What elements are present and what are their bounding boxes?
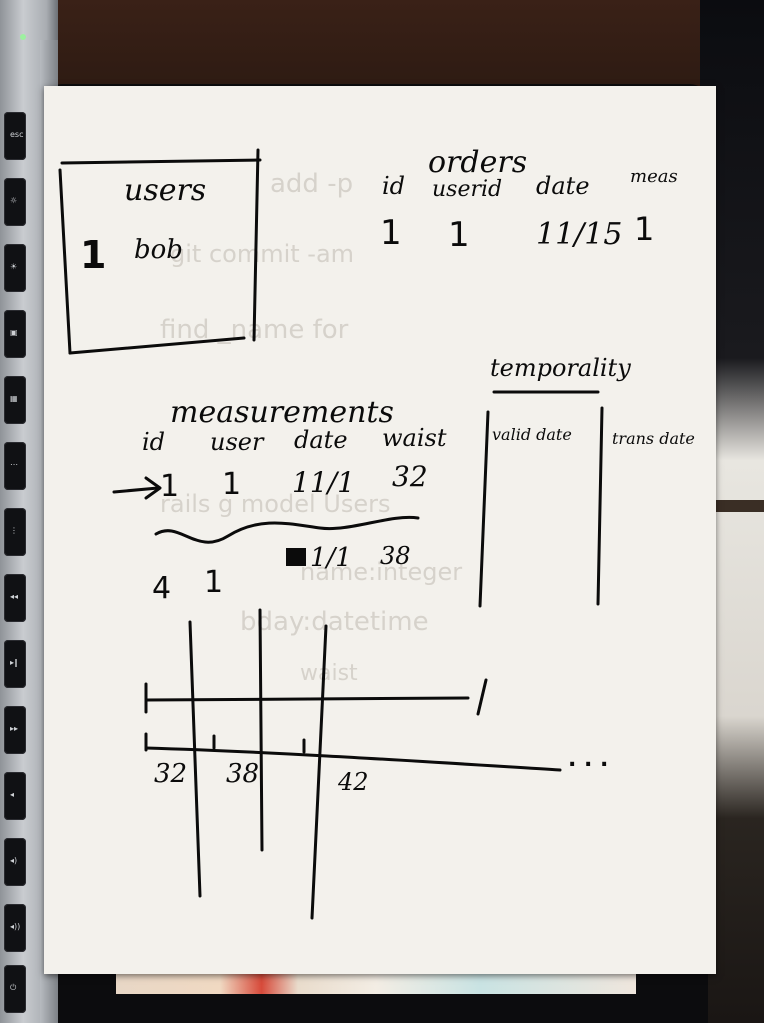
- timeline-label-42: 42: [337, 768, 369, 796]
- measurements-row2-user: 1: [204, 565, 223, 600]
- orders-header-meas: meas: [630, 166, 678, 187]
- row-arrow-icon: [112, 486, 160, 494]
- temporality-section: temporality valid date trans date: [478, 354, 695, 608]
- timeline-upper-bar: [144, 696, 470, 702]
- temporality-col-valid: valid date: [492, 425, 572, 444]
- ghost-line: name:integer: [300, 558, 462, 586]
- key-f5: ⋯: [4, 442, 26, 490]
- status-light-icon: [20, 34, 26, 40]
- row-arrow-head: [144, 476, 162, 500]
- timeline-diagram: 32 38 42 . . .: [144, 608, 608, 920]
- timeline-axis: [144, 746, 562, 772]
- temporality-divider-left: [478, 410, 490, 608]
- elision-squiggle: [154, 515, 420, 544]
- key-f4: ▦: [4, 376, 26, 424]
- temporality-col-trans: trans date: [612, 429, 695, 448]
- measurements-row1-date: 11/1: [292, 466, 355, 499]
- orders-header-date: date: [536, 172, 590, 200]
- timeline-label-32: 32: [154, 759, 187, 789]
- key-f12: ◂)): [4, 904, 26, 952]
- measurements-row2-date: 1/1: [310, 543, 352, 573]
- measurements-row2-id: 4: [152, 571, 171, 606]
- users-box-left: [58, 168, 72, 355]
- ghost-line: git commit -am: [170, 240, 354, 268]
- users-row-id: 1: [80, 233, 106, 277]
- measurements-header-id: id: [142, 428, 165, 456]
- users-title: users: [124, 173, 206, 208]
- key-f7: ◂◂: [4, 574, 26, 622]
- users-box-right: [252, 148, 260, 342]
- ghost-text: add -p git commit -am find _name for rai…: [160, 169, 462, 686]
- key-f11: ◂): [4, 838, 26, 886]
- measurements-row1-id: 1: [160, 469, 179, 504]
- users-table: users 1 bob: [58, 148, 262, 355]
- scribbled-out-mark: [286, 548, 306, 566]
- timeline-vertical-3: [310, 624, 328, 920]
- key-esc: esc: [4, 112, 26, 160]
- key-f10: ◂: [4, 772, 26, 820]
- measurements-table: measurements id user date waist 1 1 11/1…: [112, 395, 447, 606]
- orders-header-id: id: [382, 172, 405, 200]
- ghost-line: waist: [300, 661, 358, 686]
- key-f9: ▸▸: [4, 706, 26, 754]
- timeline-vertical-1: [188, 620, 202, 898]
- measurements-header-waist: waist: [382, 424, 447, 452]
- timeline-upper-bar-end: [476, 678, 488, 716]
- background-wall: [0, 0, 764, 100]
- key-power: ⏻: [4, 965, 26, 1013]
- key-f6: ⋮: [4, 508, 26, 556]
- users-box-bottom: [68, 336, 246, 355]
- ghost-line: add -p: [270, 169, 353, 199]
- measurements-header-date: date: [294, 426, 348, 454]
- key-f8: ▸‖: [4, 640, 26, 688]
- orders-cell-date: 11/15: [536, 217, 622, 252]
- users-row-name: bob: [134, 235, 183, 265]
- orders-cell-userid: 1: [448, 215, 470, 255]
- measurements-title: measurements: [170, 395, 394, 430]
- timeline-ellipsis: . . .: [568, 747, 608, 772]
- measurements-header-user: user: [210, 428, 265, 456]
- orders-header-userid: userid: [432, 177, 502, 202]
- users-box-top: [60, 158, 262, 165]
- key-f1: ☼: [4, 178, 26, 226]
- orders-cell-meas: 1: [634, 210, 654, 248]
- ghost-line: rails g model Users: [160, 490, 390, 518]
- background-shelf: [712, 500, 764, 512]
- temporality-divider-right: [596, 406, 604, 606]
- measurements-row2-waist: 38: [380, 542, 411, 570]
- paper-sheet: [44, 86, 716, 974]
- measurements-row1-waist: 32: [392, 460, 428, 493]
- orders-cell-id: 1: [380, 213, 402, 253]
- ghost-line: bday:datetime: [240, 607, 429, 637]
- key-f3: ▣: [4, 310, 26, 358]
- measurements-row1-user: 1: [222, 467, 241, 502]
- temporality-title: temporality: [490, 354, 631, 382]
- orders-table: orders id userid date meas 1 1 11/15 1: [380, 145, 678, 255]
- key-f2: ☀: [4, 244, 26, 292]
- timeline-vertical-2: [258, 608, 264, 852]
- timeline-label-38: 38: [226, 759, 259, 789]
- orders-title: orders: [428, 145, 527, 180]
